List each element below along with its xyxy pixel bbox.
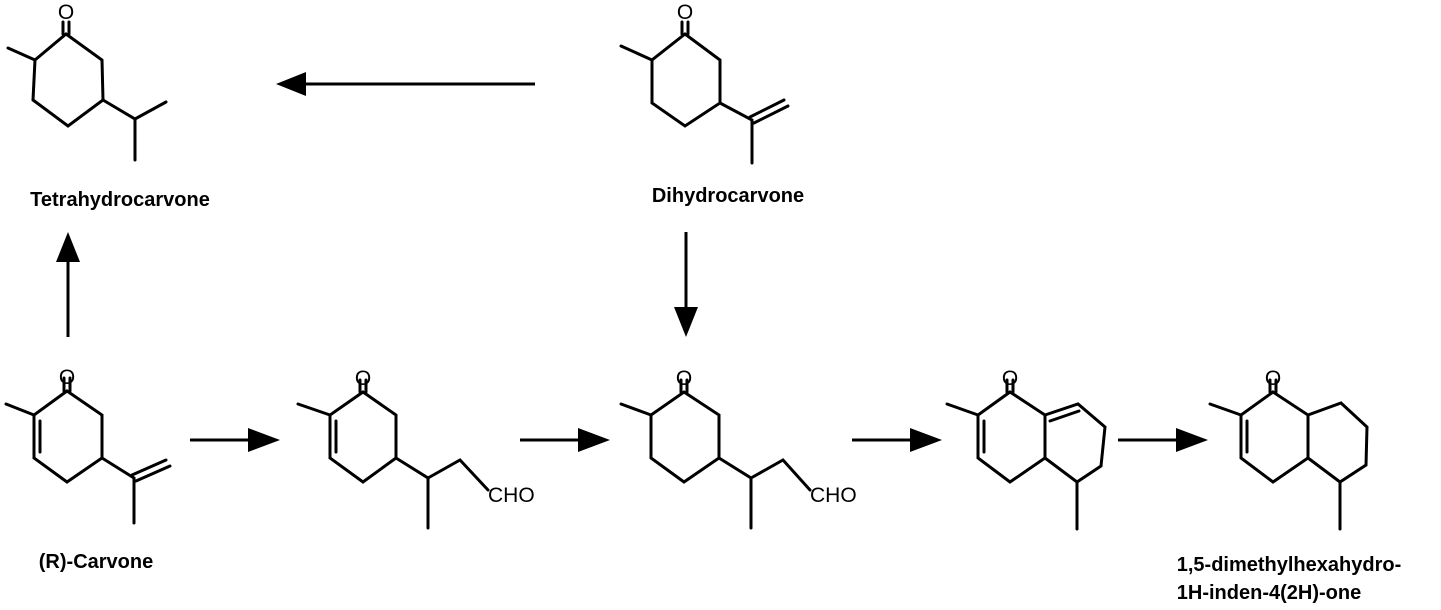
- aldehyde-ketone-methyl: [619, 402, 653, 417]
- carvone-methyl: [4, 402, 36, 417]
- tetrahydrocarvone-label: Tetrahydrocarvone: [30, 189, 210, 211]
- aldehyde-ketone-carbonyl: [679, 378, 689, 394]
- tetrahydrocarvone-isopropyl: [101, 98, 168, 162]
- carvone-label: (R)-Carvone: [39, 551, 153, 573]
- aldehyde-enone-oxygen: O: [355, 367, 371, 390]
- aldehyde-enone-structure: O CHO: [296, 367, 535, 530]
- aldehyde-enone-side-chain: [394, 456, 490, 530]
- aldehyde-enone-ring: [328, 390, 398, 484]
- carvone-ring: [32, 389, 104, 484]
- arrow-dihydrocarvone-to-aldehyde-ketone: [674, 232, 698, 337]
- tetrahydrocarvone-structure: O: [6, 1, 168, 162]
- bicyclic-enone-oxygen: O: [1002, 367, 1018, 390]
- bicyclic-enone-structure: O: [945, 367, 1107, 531]
- aldehyde-ketone-structure: O CHO: [619, 367, 857, 530]
- tetrahydrocarvone-methyl: [6, 46, 37, 62]
- aldehyde-enone-cho-label: CHO: [488, 484, 535, 507]
- product-label-line2: 1H-inden-4(2H)-one: [1177, 582, 1361, 604]
- bicyclic-enone-five-ring-double-bond: [1048, 409, 1081, 423]
- aldehyde-ketone-cho-label: CHO: [810, 484, 857, 507]
- aldehyde-ketone-oxygen: O: [676, 367, 692, 390]
- tetrahydrocarvone-oxygen: O: [58, 1, 74, 24]
- arrow-aldehyde-ketone-to-bicyclic-enone: [852, 428, 942, 452]
- carvone-structure: O: [4, 366, 172, 525]
- carvone-oxygen: O: [59, 366, 75, 389]
- aldehyde-ketone-ring: [649, 390, 721, 484]
- dihydrocarvone-carbonyl: [680, 20, 690, 36]
- arrow-aldehyde-enone-to-aldehyde-ketone: [520, 428, 610, 452]
- arrow-dihydrocarvone-to-tetrahydrocarvone: [276, 72, 535, 96]
- aldehyde-enone-carbonyl: [358, 378, 368, 394]
- dihydrocarvone-ring: [650, 32, 722, 128]
- product-oxygen: O: [1265, 367, 1281, 390]
- arrow-carvone-to-aldehyde-enone: [190, 428, 280, 452]
- dihydrocarvone-methyl: [619, 44, 654, 62]
- bicyclic-enone-carbonyl: [1005, 378, 1015, 394]
- dihydrocarvone-label: Dihydrocarvone: [652, 185, 804, 207]
- aldehyde-enone-methyl: [296, 402, 332, 417]
- bicyclic-enone-methyls: [945, 402, 1079, 531]
- product-methyls: [1208, 402, 1342, 531]
- tetrahydrocarvone-carbonyl: [61, 20, 71, 36]
- product-label-line1: 1,5-dimethylhexahydro-: [1177, 554, 1402, 576]
- product-structure: O: [1208, 367, 1369, 531]
- dihydrocarvone-oxygen: O: [677, 1, 693, 24]
- arrow-carvone-to-tetrahydrocarvone: [56, 232, 80, 337]
- carvone-isopropenyl: [100, 456, 172, 525]
- dihydrocarvone-structure: O: [619, 1, 790, 165]
- product-five-ring: [1306, 401, 1369, 484]
- bicyclic-enone-six-ring: [976, 390, 1047, 484]
- dihydrocarvone-isopropenyl: [718, 98, 790, 165]
- aldehyde-ketone-side-chain: [717, 456, 812, 530]
- product-carbonyl: [1268, 378, 1278, 394]
- bicyclic-enone-five-ring: [1043, 402, 1107, 484]
- arrow-bicyclic-enone-to-product: [1118, 428, 1208, 452]
- product-six-ring: [1239, 390, 1310, 484]
- carvone-carbonyl: [62, 376, 72, 393]
- tetrahydrocarvone-ring: [31, 32, 105, 128]
